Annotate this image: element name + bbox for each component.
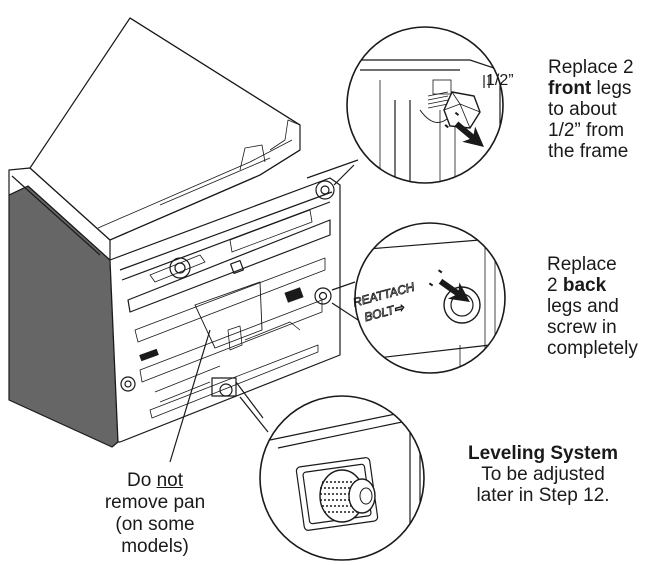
dimension-label: 1/2” xyxy=(486,72,514,89)
leader-lines xyxy=(169,159,359,463)
appliance-illustration xyxy=(8,17,341,448)
arrow-icon xyxy=(428,269,470,302)
leveling-foot-icon xyxy=(319,469,376,523)
leveling-system-note: Leveling System To be adjusted later in … xyxy=(468,443,618,506)
arrow-icon xyxy=(444,111,484,147)
back-leg-callout: REATTACH BOLT⇨ xyxy=(351,222,506,374)
do-not-remove-pan-note: Do not remove pan (on some models) xyxy=(104,470,206,557)
front-frame xyxy=(109,177,341,443)
front-legs-instruction: Replace 2 front legs to about 1/2” from … xyxy=(548,57,634,162)
back-legs-instruction: Replace 2 back legs and screw in complet… xyxy=(547,254,638,359)
leveling-callout xyxy=(259,395,425,561)
front-leg-callout: 1/2” xyxy=(346,26,514,184)
leg-bolt-icon xyxy=(443,91,481,129)
